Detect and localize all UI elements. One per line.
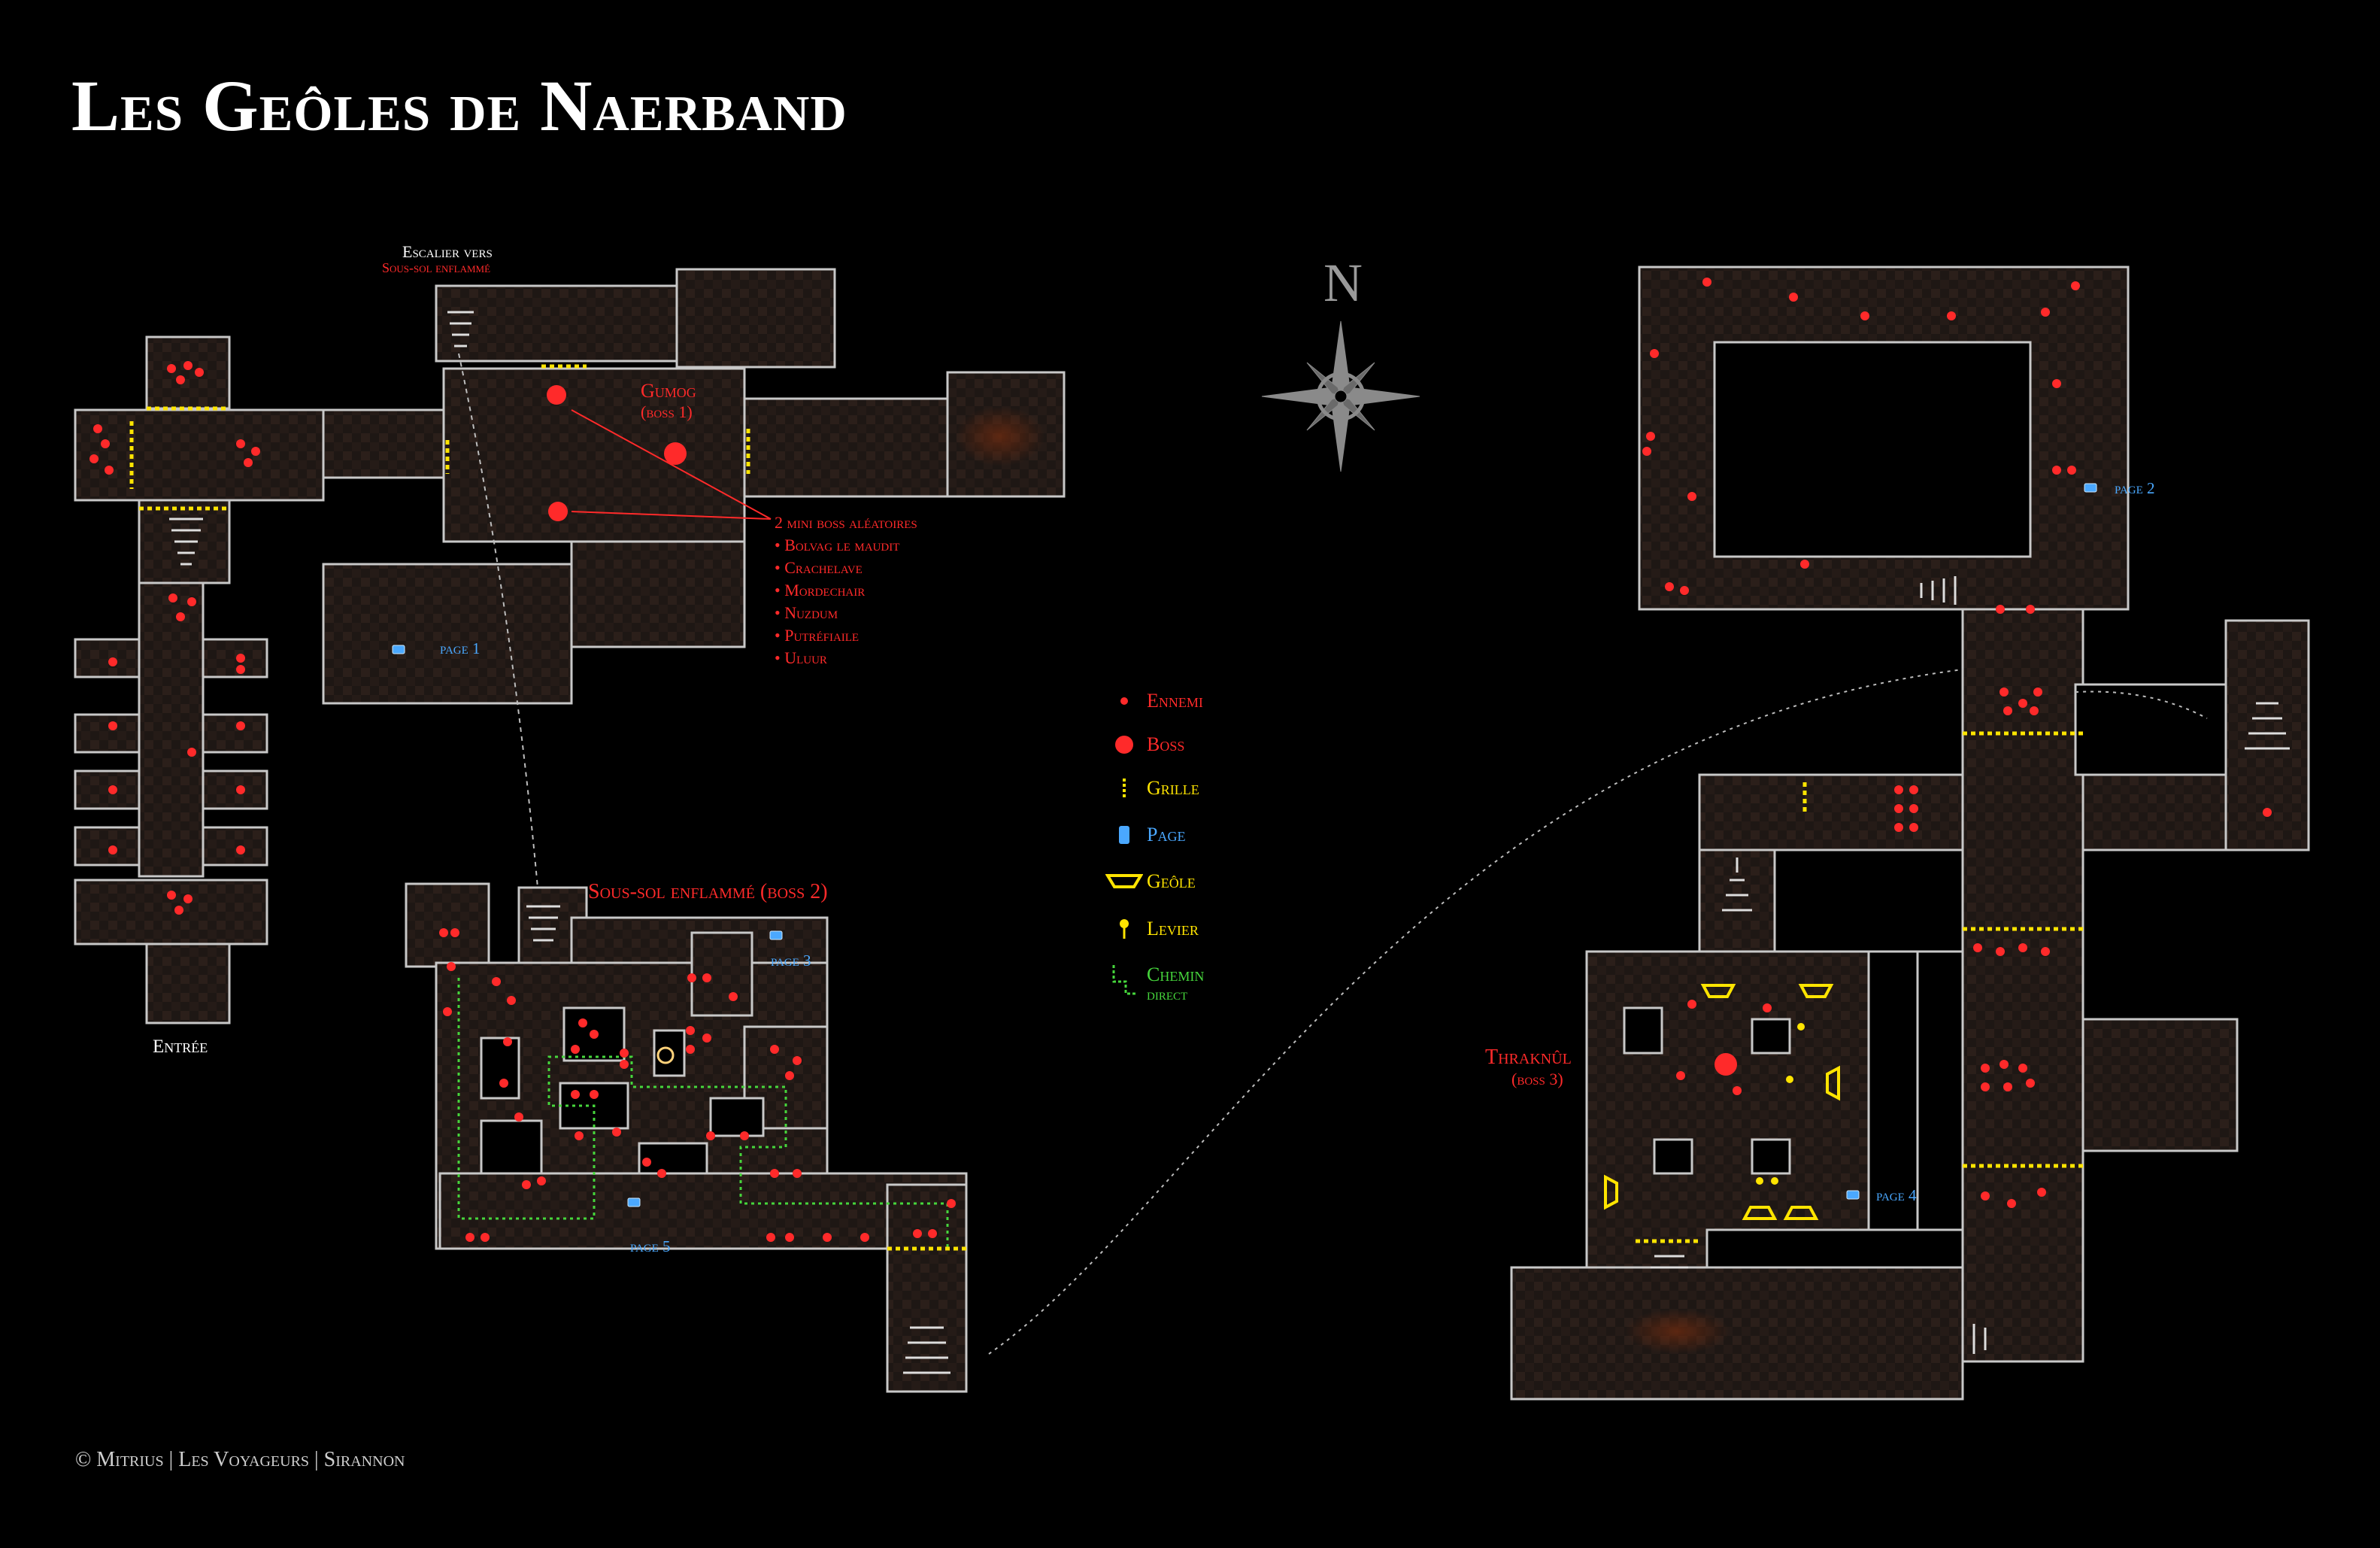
boss-thraknul bbox=[1715, 1053, 1737, 1076]
direct-path-icon bbox=[1112, 965, 1136, 995]
page-4-label: page 4 bbox=[1876, 1186, 1917, 1204]
enemy-dot-icon bbox=[1120, 697, 1128, 705]
thraknul-name-label: Thraknûl bbox=[1485, 1046, 1572, 1069]
page-5-label: page 5 bbox=[630, 1237, 671, 1255]
east-grates bbox=[1636, 731, 2083, 1243]
fire-altar-icon bbox=[656, 1046, 675, 1064]
map-title: Les Geôles de Naerband bbox=[71, 65, 847, 146]
legend-lever: Levier bbox=[1102, 914, 1199, 944]
miniboss-item: • Putréfiaile bbox=[775, 626, 860, 645]
miniboss-item: • Bolvag le maudit bbox=[775, 536, 900, 554]
boss-gumog-1 bbox=[547, 385, 566, 405]
legend-grate: Grille bbox=[1102, 773, 1199, 803]
copyright-footer: © Mitrius | Les Voyageurs | Sirannon bbox=[75, 1448, 405, 1471]
miniboss-item: • Crachelave bbox=[775, 558, 863, 577]
gumog-halls bbox=[322, 268, 1066, 705]
compass-rose-icon bbox=[1261, 320, 1420, 472]
staircase-label-line1: Escalier vers bbox=[402, 242, 493, 261]
west-wing bbox=[74, 335, 325, 1024]
lever-icon bbox=[1120, 919, 1129, 939]
thraknul-boss-label: (boss 3) bbox=[1511, 1070, 1563, 1088]
boss-markers bbox=[547, 385, 1737, 1076]
legend-boss: Boss bbox=[1102, 730, 1184, 760]
stair-link-3 bbox=[2075, 691, 2208, 719]
miniboss-item: • Uluur bbox=[775, 648, 827, 667]
page-2-label: page 2 bbox=[2115, 479, 2155, 497]
boss-gumog-3 bbox=[548, 502, 568, 521]
miniboss-pointer-2 bbox=[571, 511, 772, 520]
miniboss-pointer-1 bbox=[571, 409, 772, 520]
gumog-boss-label: (boss 1) bbox=[641, 402, 693, 421]
page-1-marker bbox=[392, 645, 405, 654]
boss-dot-icon bbox=[1115, 736, 1133, 754]
page-3-marker bbox=[769, 930, 783, 940]
boss-gumog-2 bbox=[664, 442, 687, 465]
direct-path bbox=[457, 978, 949, 1249]
grate-icon bbox=[1123, 779, 1126, 798]
west-wing-stairs bbox=[169, 518, 203, 566]
miniboss-list: 2 mini boss aléatoires • Bolvag le maudi… bbox=[775, 511, 917, 669]
east-cells bbox=[1604, 984, 1840, 1220]
miniboss-item: • Mordechair bbox=[775, 581, 866, 599]
sous-sol-stairs bbox=[526, 905, 950, 1374]
miniboss-heading: 2 mini boss aléatoires bbox=[775, 513, 917, 532]
legend-page: Page bbox=[1102, 820, 1185, 850]
sous-sol-inner-walls bbox=[480, 1006, 765, 1175]
staircase-label-line2: Sous-sol enflammé bbox=[382, 260, 491, 275]
enemy-markers bbox=[89, 278, 2272, 1242]
page-4-marker bbox=[1846, 1190, 1860, 1200]
miniboss-item: • Nuzdum bbox=[775, 603, 838, 622]
gumog-grates bbox=[445, 364, 750, 474]
east-levers bbox=[1756, 1023, 1805, 1185]
legend-enemy: Ennemi bbox=[1102, 686, 1203, 716]
page-1-label: page 1 bbox=[440, 639, 481, 657]
page-markers bbox=[392, 483, 2097, 1207]
page-2-marker bbox=[2084, 483, 2097, 493]
page-3-label: page 3 bbox=[771, 952, 811, 970]
page-icon bbox=[1119, 826, 1129, 844]
compass-north-label: N bbox=[1323, 253, 1363, 313]
east-inner-voids bbox=[1623, 341, 2227, 1269]
gumog-name-label: Gumog bbox=[641, 380, 696, 402]
page-5-marker bbox=[627, 1197, 641, 1207]
sous-sol-label: Sous-sol enflammé (boss 2) bbox=[588, 880, 828, 903]
east-stairs bbox=[1651, 576, 2290, 1354]
legend-direct-path: Chemin direct bbox=[1102, 964, 1204, 1003]
entrance-label: Entrée bbox=[153, 1037, 208, 1057]
gumog-stairs bbox=[447, 311, 474, 348]
west-wing-grates bbox=[129, 406, 229, 511]
cell-icon bbox=[1105, 874, 1143, 888]
stair-link-1 bbox=[458, 353, 538, 888]
legend-cell: Geôle bbox=[1102, 867, 1196, 897]
